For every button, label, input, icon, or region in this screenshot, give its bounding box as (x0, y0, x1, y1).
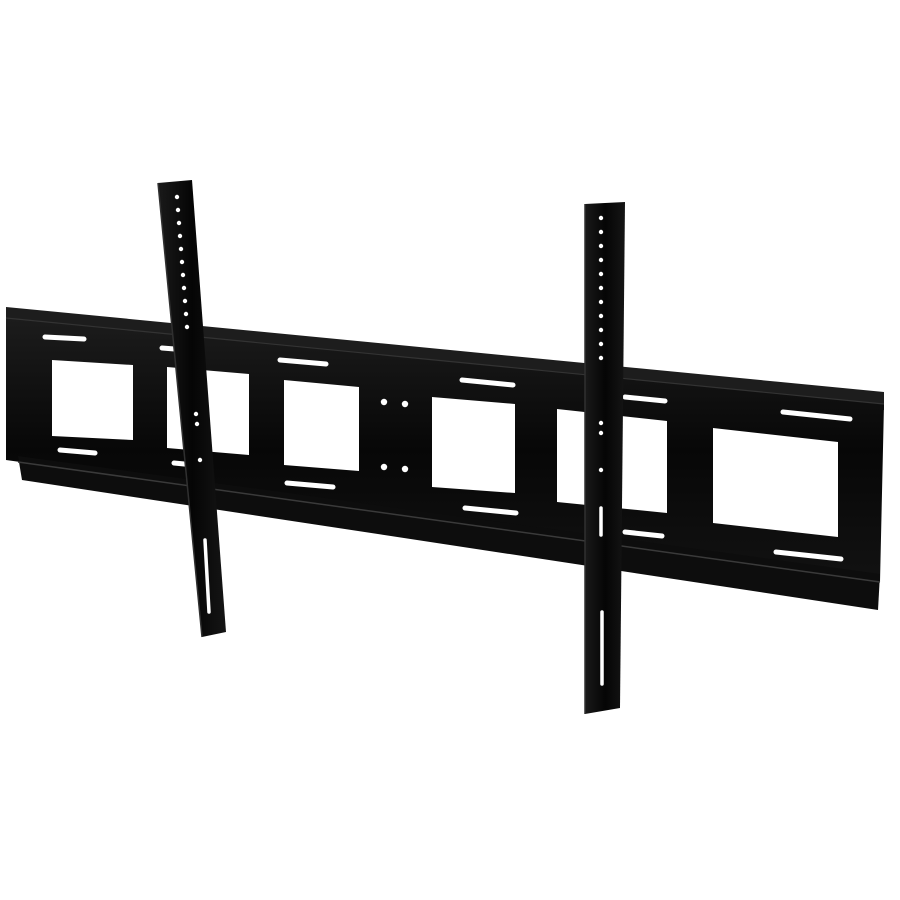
plate-center-holes (380, 398, 409, 473)
right-mounting-arm (584, 202, 625, 714)
left-mounting-arm (157, 180, 226, 638)
wall-plate (5, 307, 885, 610)
